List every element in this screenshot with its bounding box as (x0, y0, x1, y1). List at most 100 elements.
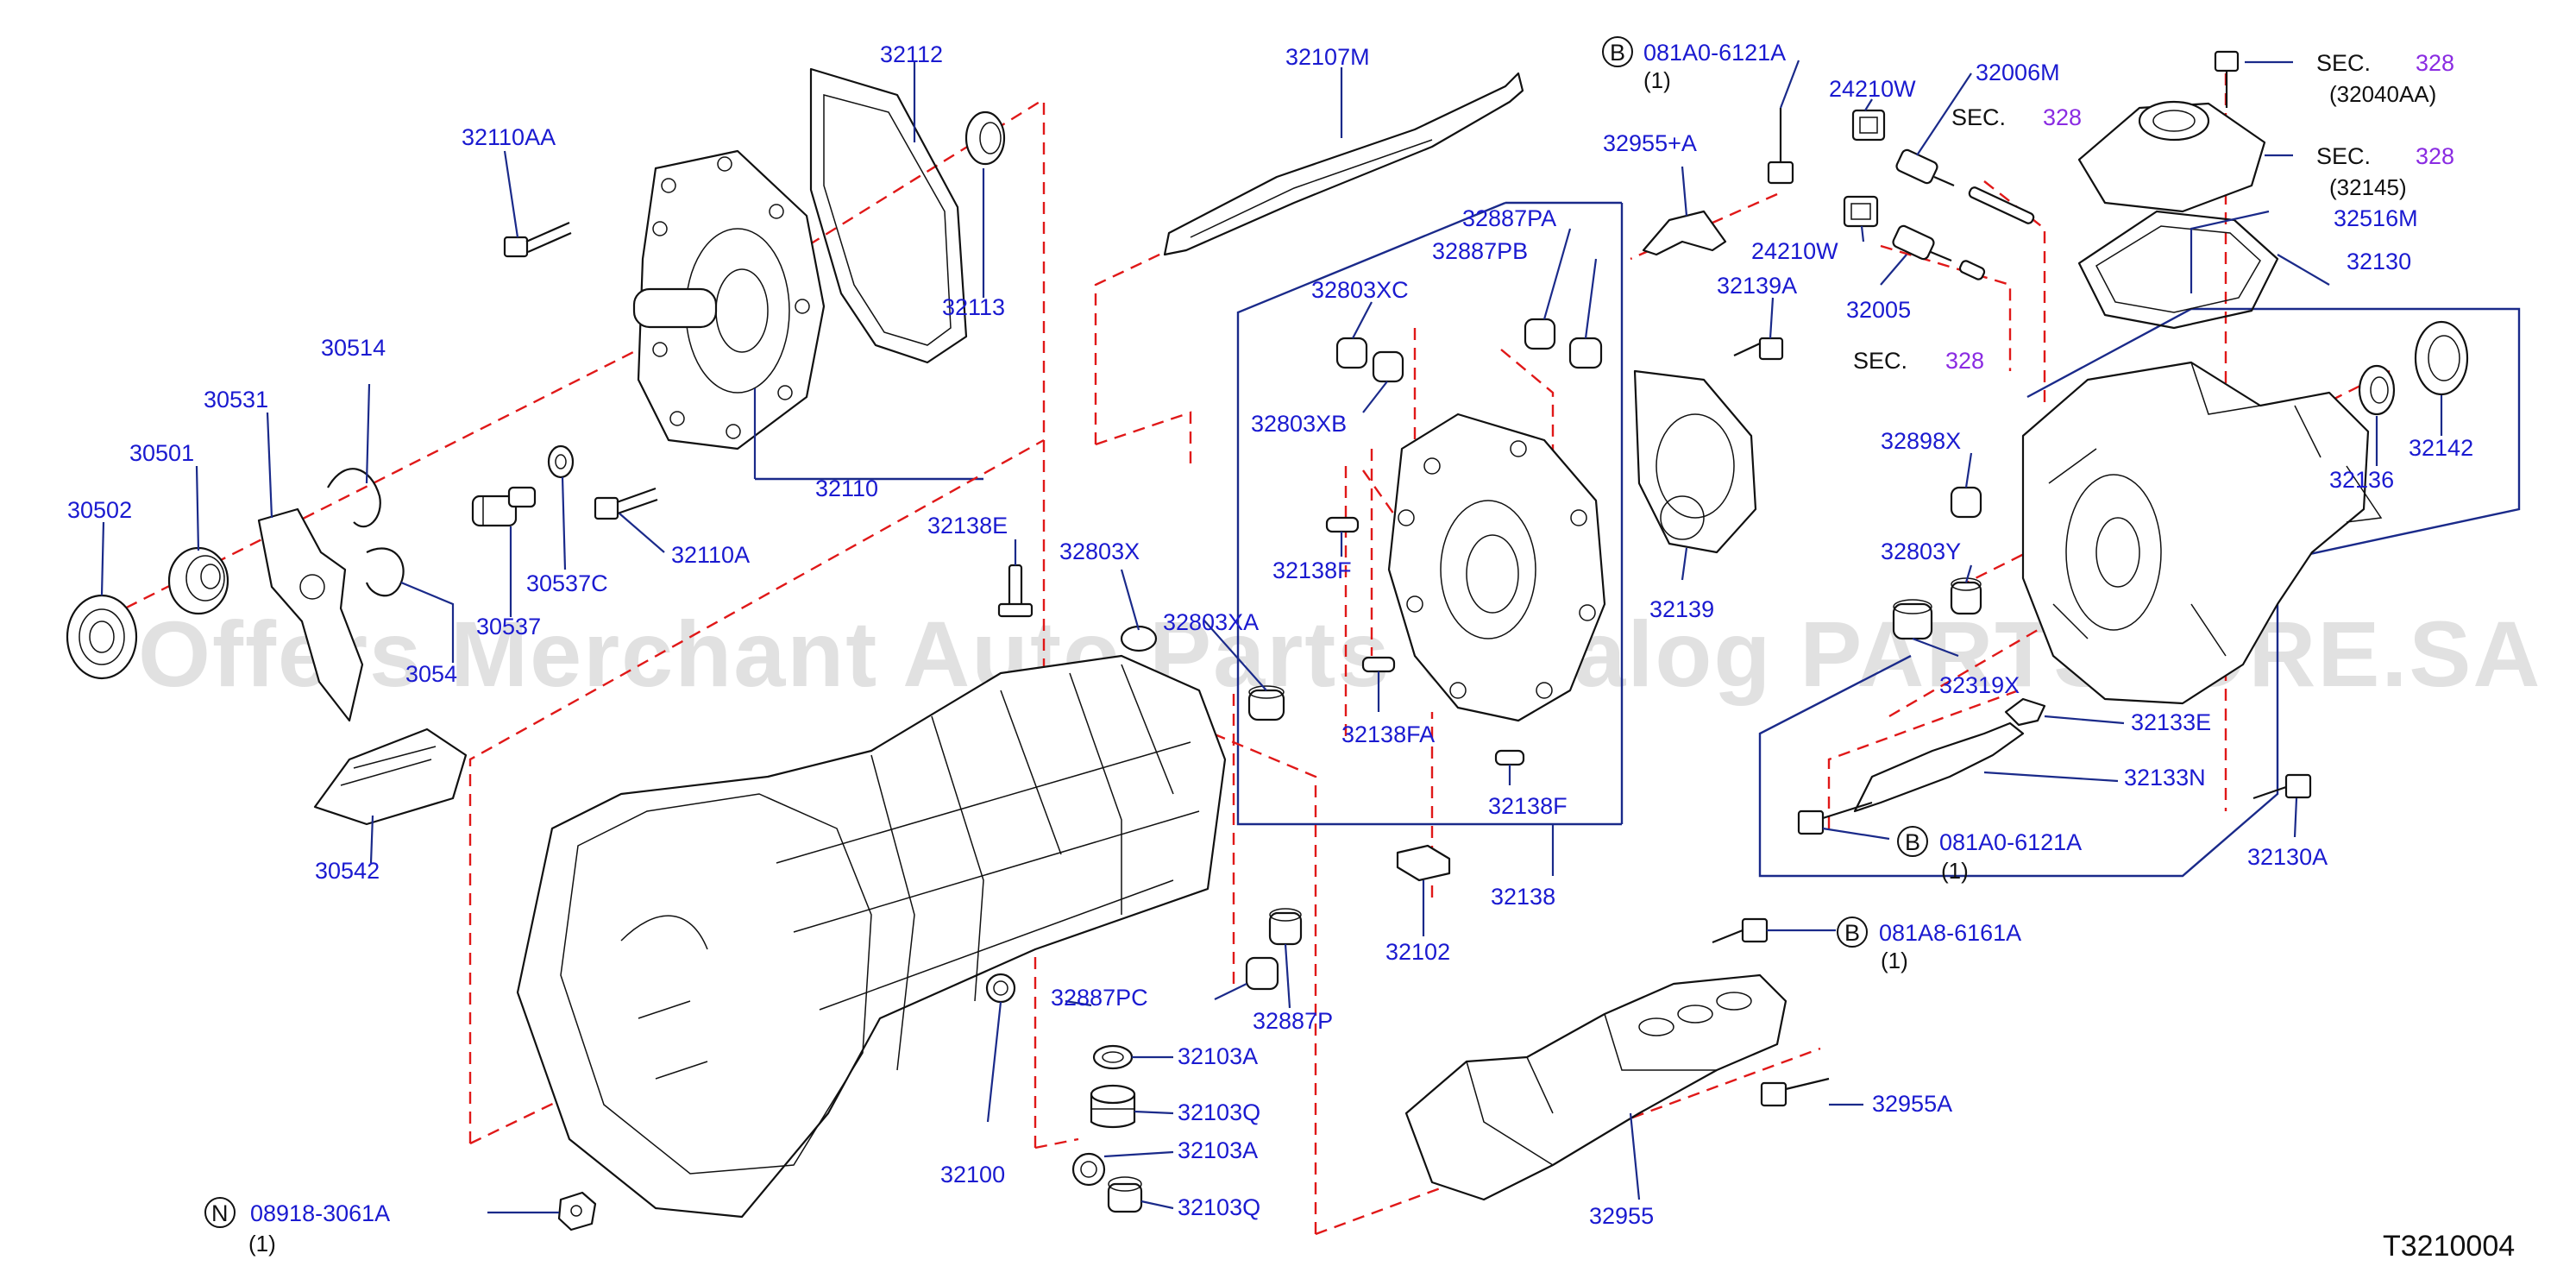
part-32107m-bracket[interactable] (1163, 72, 1524, 256)
label-32887P[interactable]: 32887P (1253, 1008, 1333, 1034)
label-32138F[interactable]: 32138F (1272, 557, 1352, 583)
part-32100-transmission-case[interactable] (516, 654, 1227, 1219)
part-081a8-6161a-bolt[interactable] (1712, 917, 1769, 944)
callout-b-081a8[interactable]: B 081A8-6161A (1) (1837, 917, 2021, 973)
part-32103q-plug-2[interactable] (1107, 1176, 1143, 1213)
part-24210w-connector-2[interactable] (1843, 195, 1879, 228)
label-32516M[interactable]: 32516M (2334, 205, 2418, 231)
sec-num-4[interactable]: 328 (1945, 348, 1984, 374)
part-32133n-lever[interactable] (1853, 721, 2025, 813)
label-32102[interactable]: 32102 (1385, 939, 1450, 965)
part-30542-dust-boot[interactable] (313, 728, 468, 826)
label-32887PC[interactable]: 32887PC (1051, 985, 1148, 1011)
part-32803xc-bushing[interactable] (1335, 337, 1368, 369)
part-30537c-washer[interactable] (547, 444, 575, 479)
part-32103a-washer-1[interactable] (1092, 1044, 1134, 1070)
label-32110AA[interactable]: 32110AA (462, 124, 556, 150)
label-32100[interactable]: 32100 (940, 1162, 1005, 1187)
sec-num-2[interactable]: 328 (2416, 143, 2454, 169)
label-32803Y[interactable]: 32803Y (1881, 539, 1961, 564)
label-30531[interactable]: 30531 (204, 387, 268, 413)
part-32110aa-bolt[interactable] (503, 221, 572, 258)
label-32803XC[interactable]: 32803XC (1311, 277, 1409, 303)
part-32112-gasket[interactable] (809, 67, 968, 364)
part-32516m-gasket[interactable] (2077, 210, 2279, 330)
label-32138FA[interactable]: 32138FA (1341, 721, 1435, 747)
part-32139-gasket[interactable] (1633, 369, 1757, 554)
part-30544-retainer[interactable] (365, 547, 405, 597)
label-32005[interactable]: 32005 (1846, 297, 1911, 323)
part-32803x-bushing[interactable] (1120, 625, 1158, 652)
label-32133N[interactable]: 32133N (2124, 765, 2206, 791)
label-32138F-2[interactable]: 32138F (1488, 793, 1568, 819)
part-32145-shift-housing[interactable] (2077, 100, 2266, 213)
part-32803xa-bushing[interactable] (1247, 685, 1285, 721)
label-32887PB[interactable]: 32887PB (1432, 238, 1528, 264)
part-30501-release-bearing[interactable] (167, 546, 229, 615)
part-32138f-dowel-2[interactable] (1494, 749, 1525, 766)
part-32887p-bushing[interactable] (1268, 908, 1303, 946)
part-sec328-pin-2[interactable] (1958, 260, 1986, 281)
label-32006M[interactable]: 32006M (1976, 60, 2060, 85)
label-32955[interactable]: 32955 (1589, 1203, 1654, 1229)
label-30537[interactable]: 30537 (476, 614, 541, 639)
sec-num-1[interactable]: 328 (2416, 50, 2454, 76)
label-32319X[interactable]: 32319X (1939, 672, 2020, 698)
callout-b-081a0-top[interactable]: B 081A0-6121A (1) (1602, 36, 1786, 93)
label-30501[interactable]: 30501 (129, 440, 194, 466)
part-32006m-switch[interactable] (1895, 148, 1955, 187)
label-32107M[interactable]: 32107M (1285, 44, 1370, 70)
part-24210w-connector-1[interactable] (1851, 109, 1886, 142)
part-sec328-pin-1[interactable] (1968, 186, 2035, 225)
part-32130a-bolt[interactable] (2252, 773, 2312, 800)
label-32955A[interactable]: 32955A (1872, 1091, 1952, 1117)
label-32803XA[interactable]: 32803XA (1163, 609, 1259, 635)
part-081a0-6121a-bolt-top[interactable] (1767, 108, 1794, 185)
label-32112[interactable]: 32112 (880, 41, 943, 67)
part-32138-adapter-plate[interactable] (1387, 413, 1606, 722)
callout-b-081a0-lower[interactable]: B 081A0-6121A (1) (1897, 826, 2082, 884)
label-32138[interactable]: 32138 (1491, 884, 1555, 910)
label-32803X[interactable]: 32803X (1059, 539, 1140, 564)
part-32887pa-bushing[interactable] (1524, 318, 1556, 350)
label-32887PA[interactable]: 32887PA (1462, 205, 1556, 231)
label-32103Q-2[interactable]: 32103Q (1178, 1194, 1260, 1220)
label-30537C[interactable]: 30537C (526, 570, 608, 596)
label-32138E[interactable]: 32138E (927, 513, 1008, 539)
label-30544[interactable]: 3054 (405, 661, 457, 687)
part-30531-release-fork[interactable] (257, 507, 364, 722)
label-32133E[interactable]: 32133E (2131, 709, 2211, 735)
label-24210W[interactable]: 24210W (1829, 76, 1916, 102)
part-32103q-plug-1[interactable] (1090, 1084, 1136, 1129)
part-32130-extension-housing[interactable] (2021, 361, 2383, 705)
part-32102-shim[interactable] (1396, 844, 1451, 882)
label-32142[interactable]: 32142 (2409, 435, 2473, 461)
part-32133e-clip[interactable] (2004, 697, 2046, 727)
part-32136-bearing[interactable] (2358, 364, 2396, 416)
label-32803XB[interactable]: 32803XB (1251, 411, 1347, 437)
label-32139[interactable]: 32139 (1649, 596, 1714, 622)
label-32110A[interactable]: 32110A (671, 542, 750, 568)
label-30502[interactable]: 30502 (67, 497, 132, 523)
part-08918-3061a-nut[interactable] (557, 1191, 597, 1231)
part-32110-front-cover[interactable] (632, 149, 826, 450)
label-32130A[interactable]: 32130A (2247, 844, 2328, 870)
part-32113-oil-seal[interactable] (964, 110, 1006, 166)
label-24210W-2[interactable]: 24210W (1751, 238, 1838, 264)
part-32138f-dowel-1[interactable] (1325, 516, 1360, 533)
part-32040aa-bolt[interactable] (2214, 50, 2240, 108)
label-32130[interactable]: 32130 (2347, 249, 2411, 274)
label-32139A[interactable]: 32139A (1717, 273, 1797, 299)
part-32955-crossmember[interactable] (1404, 973, 1787, 1201)
sec-num-3[interactable]: 328 (2043, 104, 2082, 130)
part-30502-seal[interactable] (66, 594, 138, 680)
label-32113[interactable]: 32113 (942, 294, 1005, 320)
part-30537-pivot-pin[interactable] (471, 486, 537, 527)
label-30542[interactable]: 30542 (315, 858, 380, 884)
part-32803xb-bushing[interactable] (1372, 350, 1404, 383)
part-32887pb-bushing[interactable] (1568, 337, 1603, 369)
part-32142-oil-seal[interactable] (2414, 320, 2469, 396)
part-32005-switch[interactable] (1892, 224, 1952, 262)
label-30514[interactable]: 30514 (321, 335, 386, 361)
part-081a0-6121a-bolt-lower[interactable] (1797, 801, 1873, 835)
